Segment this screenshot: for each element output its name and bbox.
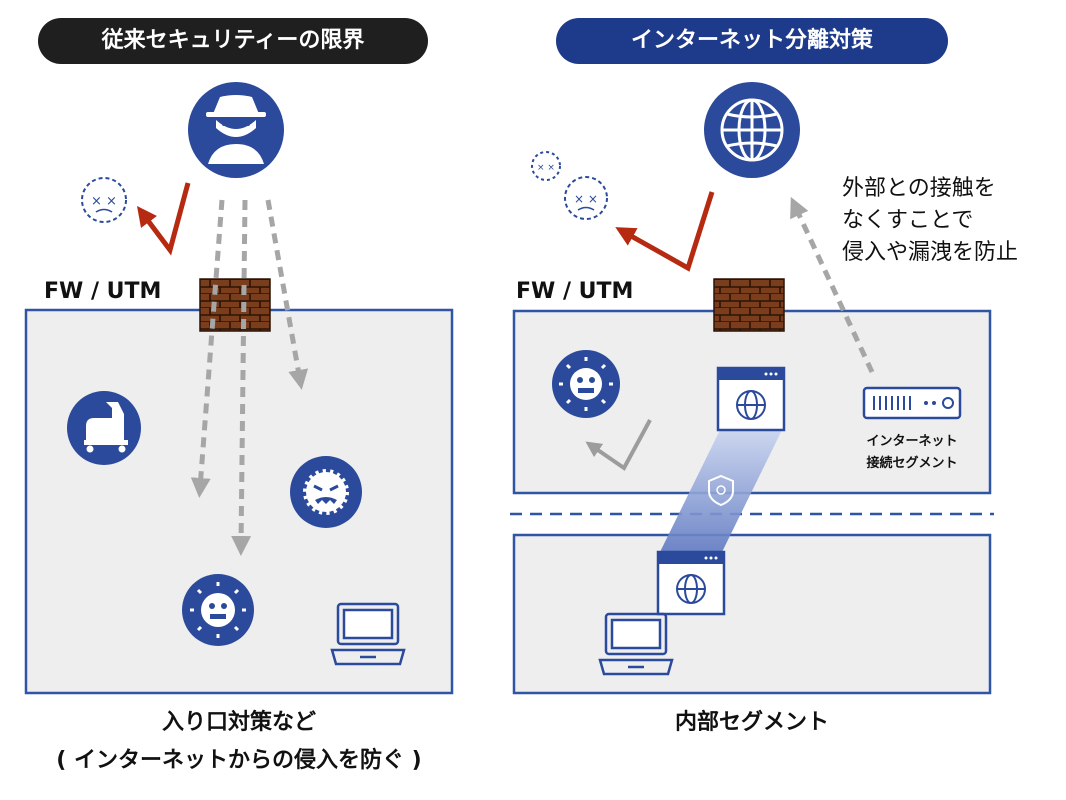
- intrusion-arrow: [265, 199, 309, 390]
- virus-icon: [182, 574, 254, 646]
- left-panel-title: 従来セキュリティーの限界: [101, 28, 365, 53]
- server-device-icon: [862, 386, 962, 420]
- blocked-virus-arrow: [585, 419, 652, 471]
- right-caption: 内部セグメント: [674, 710, 829, 735]
- left-fw-label: FW / UTM: [44, 279, 162, 304]
- intrusion-arrow: [190, 199, 225, 498]
- virtual-browser-icon: [716, 366, 786, 432]
- intrusion-arrow: [231, 199, 252, 556]
- isolation-note-line1: 外部との接触を: [842, 176, 996, 201]
- blocked-attack-arrow: [137, 182, 191, 256]
- device-label-line2: 接続セグメント: [866, 456, 958, 471]
- external-access-arrow: [790, 196, 875, 374]
- shield-icon: [708, 474, 734, 507]
- device-label-line1: インターネット: [866, 434, 958, 449]
- svg-text:× ×: × ×: [537, 163, 555, 173]
- virus-badge-icon: × ×: [81, 177, 127, 223]
- malware-icon: [290, 456, 362, 528]
- virus-badge-icon: × ×: [531, 151, 561, 181]
- isolation-note-line2: なくすことで: [842, 208, 974, 233]
- right-title-pill: [556, 18, 948, 64]
- blocked-attack-arrow: [615, 191, 715, 272]
- isolation-note-line3: 侵入や漏洩を防止: [842, 240, 1019, 265]
- isolation-beam: [660, 430, 782, 552]
- laptop-icon: [598, 612, 674, 676]
- left-title-pill: [38, 18, 428, 64]
- virus-icon: [552, 350, 620, 418]
- internet-globe-icon: [704, 82, 800, 178]
- svg-text:× ×: × ×: [91, 194, 117, 209]
- local-browser-icon: [656, 550, 726, 616]
- right-panel-title: インターネット分離対策: [630, 28, 873, 53]
- hacker-icon: [188, 82, 284, 178]
- left-caption-line2: ( インターネットからの侵入を防ぐ ): [56, 748, 422, 773]
- left-caption-line1: 入り口対策など: [161, 710, 316, 735]
- trojan-horse-icon: [67, 391, 141, 465]
- internal-segment-box: [512, 533, 992, 695]
- virus-badge-icon: × ×: [564, 176, 608, 220]
- svg-text:× ×: × ×: [574, 192, 598, 206]
- laptop-icon: [330, 602, 406, 666]
- right-fw-label: FW / UTM: [516, 279, 634, 304]
- firewall-icon: [713, 278, 785, 332]
